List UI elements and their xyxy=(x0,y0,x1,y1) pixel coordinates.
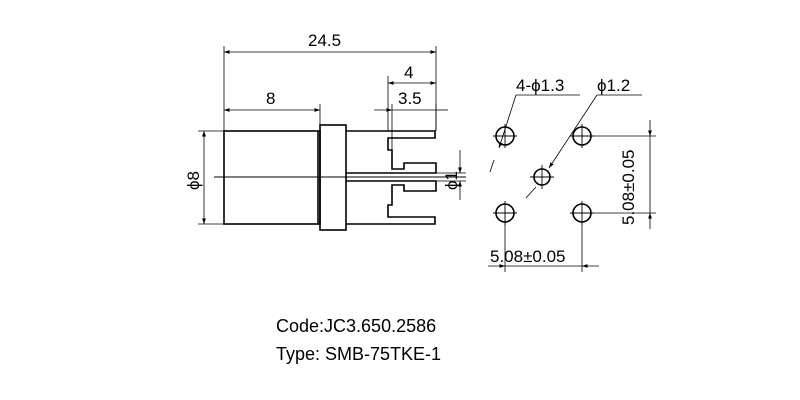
mount-hole-top-left xyxy=(495,126,515,146)
dim-center-pin-diameter: ϕ1 xyxy=(442,171,461,190)
dim-spacing-horizontal: 5.08±0.05 xyxy=(490,247,566,266)
dim-pin-length: 4 xyxy=(404,63,413,82)
dim-overall-length: 24.5 xyxy=(308,31,341,50)
connector-body xyxy=(223,130,321,225)
product-type: Type: SMB-75TKE-1 xyxy=(276,344,442,364)
bottom-pin xyxy=(346,180,437,225)
dim-pin-inner: 3.5 xyxy=(398,89,422,108)
dim-body-length: 8 xyxy=(266,89,275,108)
top-pin xyxy=(346,130,437,174)
label-mount-holes: 4-ϕ1.3 xyxy=(516,76,564,95)
dim-body-diameter: ϕ8 xyxy=(184,171,203,190)
dim-spacing-vertical: 5.08±0.05 xyxy=(619,149,638,225)
connector-flange xyxy=(319,124,347,231)
label-center-hole: ϕ1.2 xyxy=(597,76,630,95)
hole-pattern-view: 4-ϕ1.3 ϕ1.2 5.08±0.05 5.08±0.05 xyxy=(488,76,656,272)
side-view: 24.5 8 4 3.5 ϕ8 ϕ1 xyxy=(184,31,466,231)
center-hole xyxy=(533,168,551,186)
product-code: Code:JC3.650.2586 xyxy=(276,316,437,336)
